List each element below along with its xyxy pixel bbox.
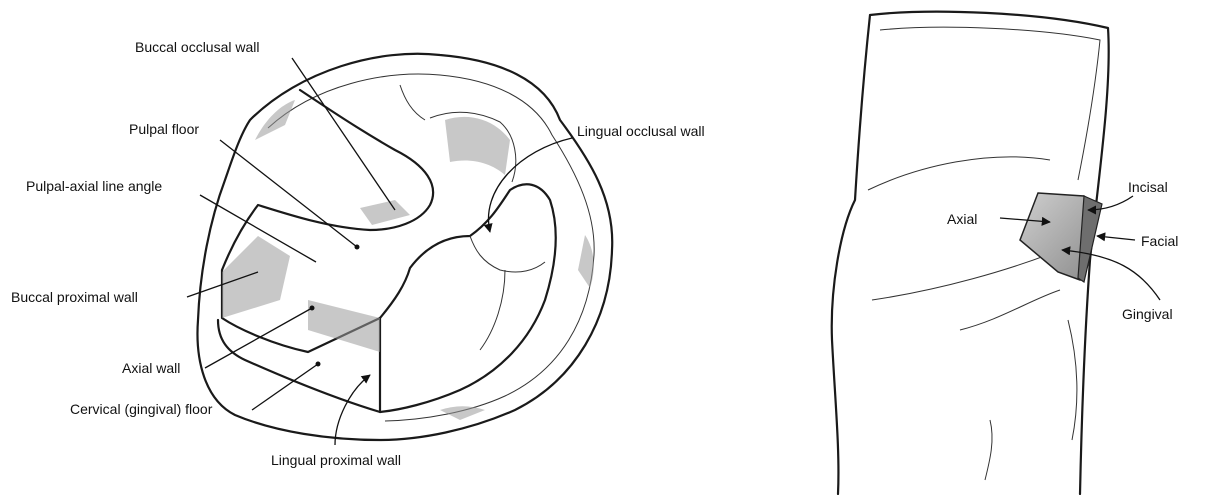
label-pulpal-floor: Pulpal floor: [129, 121, 199, 137]
lingual-cusp-outline: [380, 184, 556, 412]
leader-facial: [1097, 236, 1135, 240]
cusp-ridge-4: [480, 270, 505, 350]
incisor-cej-curve: [868, 157, 1050, 190]
label-facial: Facial: [1141, 233, 1178, 249]
label-lingual-proximal-wall: Lingual proximal wall: [271, 452, 401, 468]
cusp-highlight-1: [255, 100, 295, 140]
label-cervical-floor: Cervical (gingival) floor: [70, 401, 213, 417]
cusp-highlight-3: [440, 406, 485, 420]
label-incisal: Incisal: [1128, 179, 1168, 195]
cusp-ridge-3: [400, 85, 425, 120]
lingual-occlusal-wall-shade: [445, 117, 510, 175]
label-lingual-occlusal-wall: Lingual occlusal wall: [577, 123, 705, 139]
label-gingival: Gingival: [1122, 306, 1173, 322]
incisor-illustration: [832, 12, 1109, 494]
label-axial-wall: Axial wall: [122, 360, 180, 376]
label-axial: Axial: [947, 211, 977, 227]
molar-illustration: [197, 54, 612, 440]
buccal-occlusal-wall-shade: [360, 200, 410, 225]
axial-wall-shade: [308, 300, 380, 352]
label-pulpal-axial-line-angle: Pulpal-axial line angle: [26, 178, 162, 194]
leader-buccal-occlusal: [292, 58, 395, 210]
label-buccal-occlusal-wall: Buccal occlusal wall: [135, 39, 260, 55]
leader-lingual-proximal: [335, 375, 370, 445]
cusp-ridge-1: [470, 236, 545, 272]
label-buccal-proximal-wall: Buccal proximal wall: [11, 289, 138, 305]
incisor-gingiva-curve-2: [985, 420, 992, 480]
cusp-highlight-2: [578, 235, 594, 288]
incisor-gingiva-curve: [872, 250, 1060, 300]
incisor-root-line: [1068, 320, 1077, 440]
incisor-root-line-2: [960, 290, 1060, 330]
